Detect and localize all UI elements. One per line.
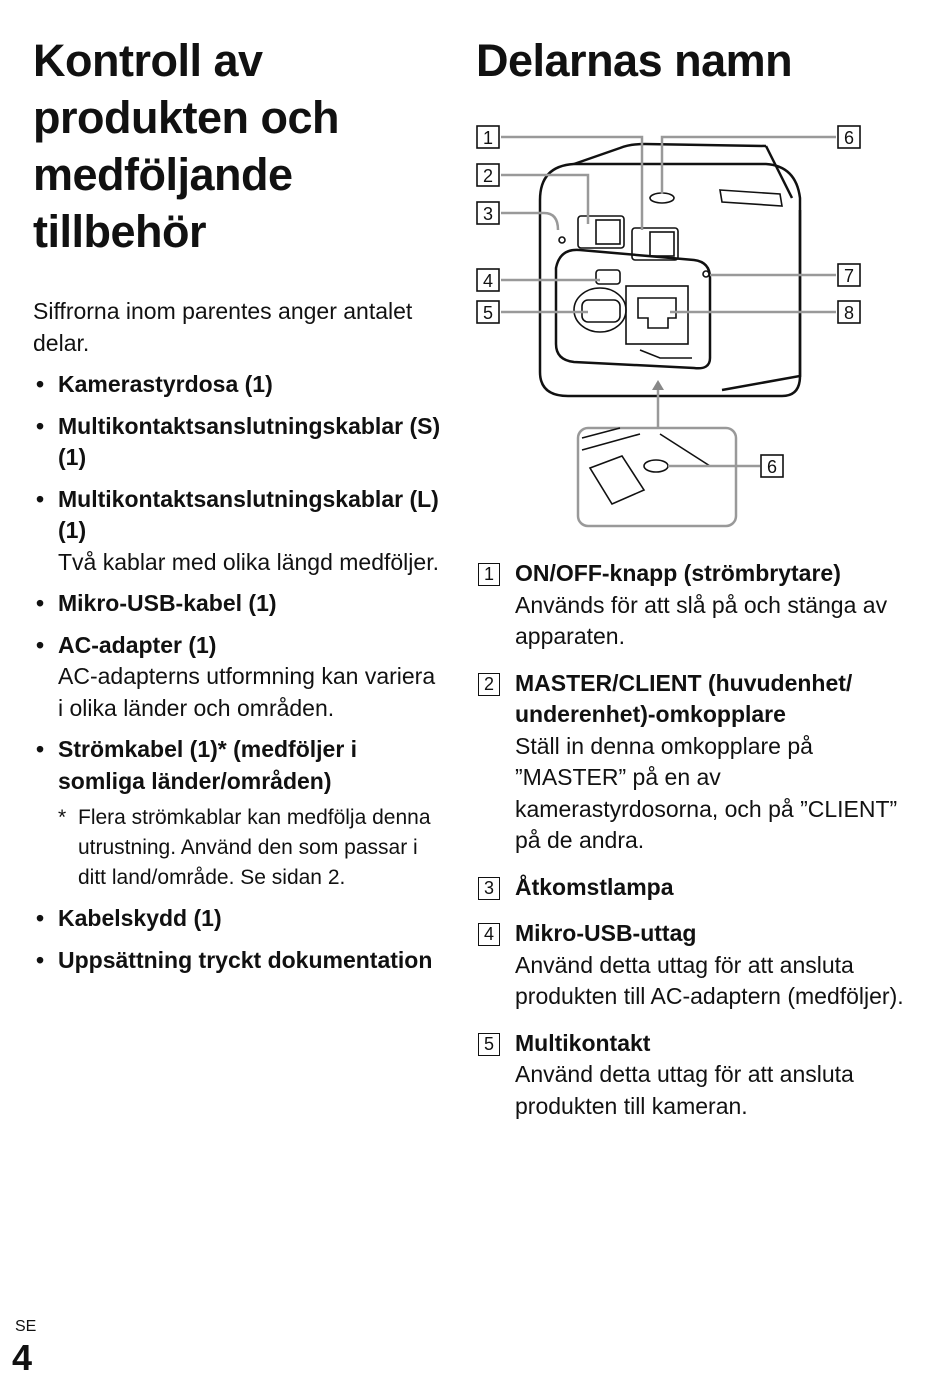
callout-2: 2 [476, 163, 500, 187]
callout-label: 5 [483, 303, 493, 323]
part-item: 2 MASTER/CLIENT (huvudenhet/ underenhet)… [476, 668, 916, 857]
list-item: • Kamerastyrdosa (1) [33, 369, 443, 401]
list-item: • AC-adapter (1) AC-adapterns utformning… [33, 630, 443, 725]
list-item: • Multikontaktsanslutningskablar (L) (1)… [33, 484, 443, 579]
item-title: Multikontaktsanslutningskablar (S) (1) [58, 412, 441, 471]
list-item: • Multikontaktsanslutningskablar (S) (1) [33, 411, 443, 474]
bullet: • [36, 631, 45, 658]
intro-text: Siffrorna inom parentes anger antalet de… [33, 298, 413, 356]
callout-label: 4 [483, 271, 493, 291]
contents-list: • Kamerastyrdosa (1) • Multikontaktsansl… [33, 369, 443, 976]
item-title: Kabelskydd (1) [58, 905, 222, 931]
callout-leaders [501, 135, 836, 468]
part-number: 3 [478, 876, 500, 900]
callout-8: 8 [837, 300, 861, 324]
part-item: 4 Mikro-USB-uttag Använd detta uttag för… [476, 918, 916, 1013]
part-title: Mikro-USB-uttag [515, 920, 697, 946]
part-description: Ställ in denna omkopplare på ”MASTER” på… [515, 732, 898, 854]
callout-6-bottom: 6 [760, 454, 784, 478]
list-item: • Strömkabel (1)* (medföljer i somliga l… [33, 734, 443, 893]
language-code: SE [15, 1318, 37, 1335]
title-line: Kontroll av [33, 35, 263, 86]
footnote-mark: * [58, 806, 67, 829]
callout-4: 4 [476, 268, 500, 292]
item-title: AC-adapter (1) [58, 631, 217, 658]
list-item: • Kabelskydd (1) [33, 903, 443, 935]
part-title: Åtkomstlampa [515, 873, 674, 900]
item-description: Två kablar med olika längd medföljer. [58, 548, 439, 575]
section-title-contents: Kontroll av produkten och medföljande ti… [33, 32, 393, 260]
callout-3: 3 [476, 201, 500, 225]
item-title: Strömkabel (1)* (medföljer i somliga län… [58, 736, 358, 794]
bullet: • [36, 905, 45, 931]
part-number: 5 [478, 1032, 500, 1056]
bullet: • [36, 590, 45, 616]
part-description: Används för att slå på och stänga av app… [515, 591, 888, 650]
part-title: Multikontakt [515, 1029, 651, 1056]
title-line: produkten och [33, 92, 340, 143]
callout-label: 3 [483, 204, 493, 224]
callout-label: 1 [483, 128, 493, 148]
list-item: • Uppsättning tryckt dokumentation [33, 945, 443, 977]
part-number: 1 [478, 563, 500, 586]
parts-list: 1 ON/OFF-knapp (strömbrytare) Används fö… [476, 558, 916, 1137]
item-title: Mikro-USB-kabel (1) [58, 590, 277, 616]
callout-label: 6 [844, 128, 854, 148]
device-body [538, 142, 802, 398]
part-item: 5 Multikontakt Använd detta uttag för at… [476, 1028, 916, 1123]
part-item: 3 Åtkomstlampa [476, 872, 916, 904]
title-line: tillbehör [33, 206, 207, 257]
section-title-parts: Delarnas namn [476, 35, 793, 86]
page-number: 4 [12, 1337, 33, 1378]
part-description: Använd detta uttag för att ansluta produ… [515, 951, 904, 1010]
callout-5: 5 [476, 300, 500, 324]
bottom-view [576, 426, 738, 528]
bullet: • [36, 736, 45, 762]
callout-6: 6 [837, 125, 861, 149]
device-illustration: 1 2 3 4 5 6 7 8 6 [476, 125, 861, 528]
arrow-head [652, 380, 664, 390]
part-number: 2 [478, 672, 500, 696]
title-line: medföljande [33, 149, 293, 200]
item-title: Kamerastyrdosa (1) [58, 371, 273, 397]
part-item: 1 ON/OFF-knapp (strömbrytare) Används fö… [476, 558, 916, 653]
footnote: * Flera strömkablar kan medfölja denna u… [58, 803, 443, 893]
callout-label: 7 [844, 266, 854, 286]
callout-label: 8 [844, 303, 854, 323]
footnote-text: Flera strömkablar kan medfölja denna utr… [78, 806, 431, 889]
part-number: 4 [478, 923, 500, 946]
part-description: Använd detta uttag för att ansluta produ… [515, 1061, 854, 1119]
bullet: • [36, 946, 45, 973]
callout-label: 2 [483, 166, 493, 186]
callout-label: 6 [767, 457, 777, 477]
callout-1: 1 [476, 125, 500, 149]
item-description: AC-adapterns utformning kan variera i ol… [58, 663, 436, 721]
bullet: • [36, 371, 45, 397]
contents-column: Siffrorna inom parentes anger antalet de… [33, 296, 443, 986]
part-title: ON/OFF-knapp (strömbrytare) [515, 560, 841, 586]
list-item: • Mikro-USB-kabel (1) [33, 588, 443, 620]
bullet: • [36, 412, 45, 439]
item-title: Multikontaktsanslutningskablar (L) (1) [58, 485, 439, 544]
callout-7: 7 [837, 263, 861, 287]
part-title: MASTER/CLIENT (huvudenhet/ underenhet)-o… [515, 669, 853, 728]
item-title: Uppsättning tryckt dokumentation [58, 946, 433, 973]
bullet: • [36, 485, 45, 512]
